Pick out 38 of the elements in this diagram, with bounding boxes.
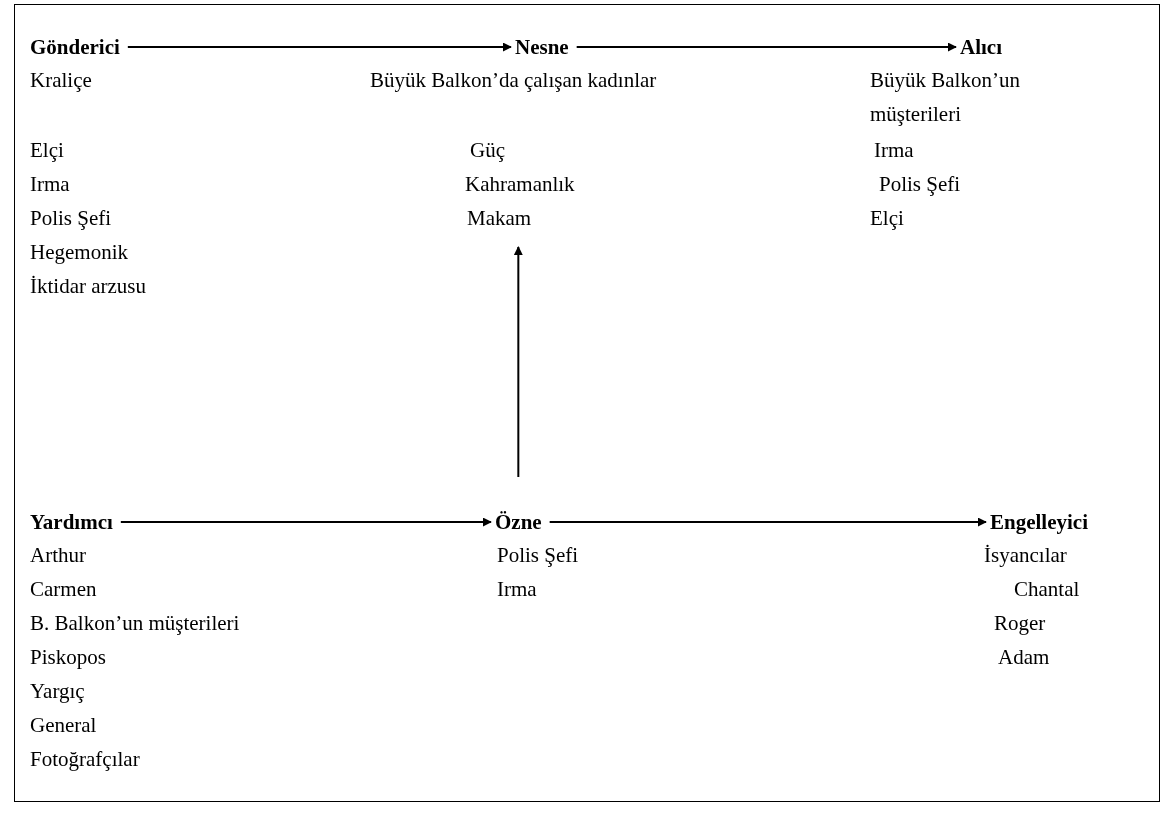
list-item: Kahramanlık <box>465 171 575 198</box>
arrow <box>513 246 523 478</box>
list-item: Kraliçe <box>30 67 92 94</box>
actant-heading: Engelleyici <box>990 509 1088 535</box>
list-item: Piskopos <box>30 644 106 671</box>
arrow <box>575 42 957 52</box>
list-item: Elçi <box>30 137 64 164</box>
list-item: Polis Şefi <box>879 171 961 198</box>
list-item: Fotoğrafçılar <box>30 746 140 773</box>
actant-heading: Alıcı <box>960 34 1002 60</box>
actant-heading: Özne <box>495 509 542 535</box>
list-item: Chantal <box>1014 576 1080 603</box>
list-item: Büyük Balkon’un müşterileri <box>870 67 1021 128</box>
list-item: General <box>30 712 97 739</box>
list-item: Irma <box>874 137 914 164</box>
list-item: Irma <box>497 576 537 603</box>
list-item: B. Balkon’un müşterileri <box>30 610 240 637</box>
list-item: Carmen <box>30 576 97 603</box>
list-item: Polis Şefi <box>30 205 112 232</box>
list-item: Adam <box>998 644 1050 671</box>
actant-heading: Yardımcı <box>30 509 113 535</box>
list-item: Güç <box>470 137 505 164</box>
list-item: Roger <box>994 610 1046 637</box>
list-item: İktidar arzusu <box>30 273 147 300</box>
list-item: Makam <box>467 205 532 232</box>
list-item: Yargıç <box>30 678 85 705</box>
list-item: İsyancılar <box>984 542 1067 569</box>
arrow <box>548 517 987 527</box>
arrow <box>119 517 492 527</box>
actant-heading: Gönderici <box>30 34 120 60</box>
list-item: Elçi <box>870 205 904 232</box>
list-item: Arthur <box>30 542 86 569</box>
list-item: Hegemonik <box>30 239 128 266</box>
list-item: Büyük Balkon’da çalışan kadınlar <box>370 67 657 94</box>
list-item: Polis Şefi <box>497 542 579 569</box>
list-item: Irma <box>30 171 70 198</box>
actant-heading: Nesne <box>515 34 569 60</box>
arrow <box>126 42 512 52</box>
